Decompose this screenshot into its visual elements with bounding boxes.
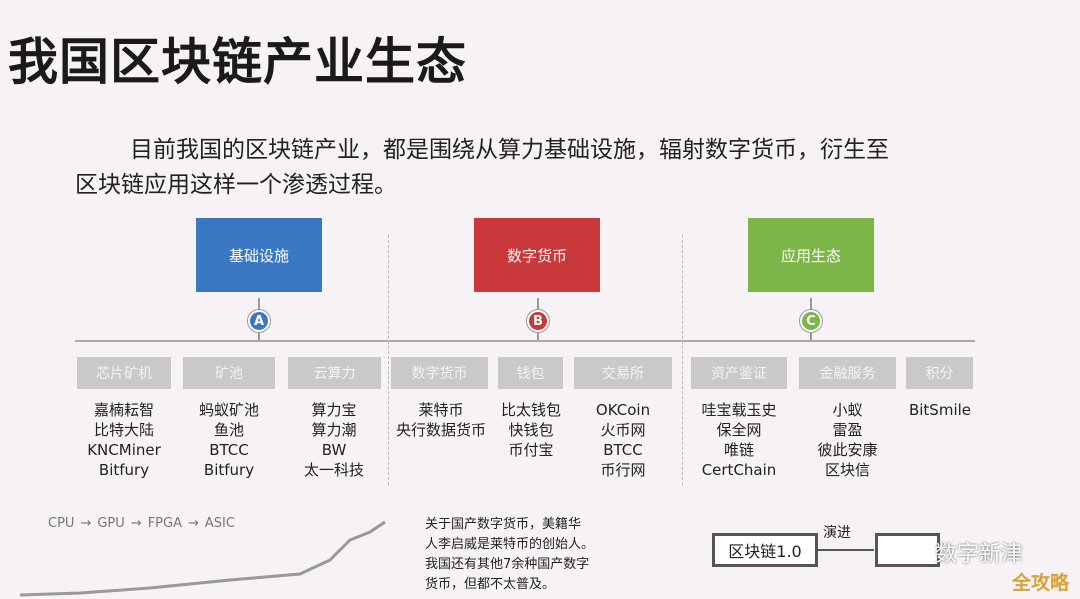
company-list: 哇宝载玉史保全网唯链 CertChain	[689, 400, 789, 480]
tag-mining-pool: 矿池	[183, 357, 275, 389]
company: 嘉楠耘智	[93, 401, 154, 419]
category-infrastructure: 基础设施	[196, 218, 322, 292]
company: 蚂蚁矿池	[198, 401, 259, 419]
note-line: 关于国产数字货币，美籍华	[425, 517, 582, 532]
watermark-name: 数字新津	[935, 542, 1024, 567]
company: 央行数据货币	[395, 421, 486, 439]
note-line: 我国还有其他7余种国产数字	[425, 557, 590, 572]
company: 彼此安康	[817, 441, 878, 459]
tag-digital-currency: 数字货币	[391, 357, 488, 389]
tag-financial-services: 金融服务	[799, 357, 896, 389]
company: 比太钱包	[500, 401, 561, 419]
company: CertChain	[701, 461, 777, 479]
evolve-label: 演进	[823, 525, 851, 541]
company: 算力宝	[311, 401, 357, 419]
company: BitSmile	[908, 401, 972, 419]
arrow-right-icon	[818, 549, 874, 551]
company: 火币网	[600, 421, 646, 439]
hashrate-growth-chart	[19, 520, 386, 597]
company-list: 莱特币央行数据货币	[386, 400, 496, 440]
evolution-step: CPU	[48, 516, 75, 531]
tag-mining-chips: 芯片矿机	[77, 357, 171, 389]
company: 小蚁	[832, 401, 863, 419]
watermark-brand: 全攻略	[1012, 572, 1070, 594]
category-application: 应用生态	[748, 218, 874, 292]
company: 雷盈	[832, 421, 863, 439]
intro-line-1: 目前我国的区块链产业，都是围绕从算力基础设施，辐射数字货币，衍生至	[130, 137, 889, 163]
blockchain-1-box: 区块链1.0	[712, 533, 818, 567]
company: 算力潮	[311, 421, 357, 439]
tag-exchange: 交易所	[574, 357, 672, 389]
company-list: BitSmile	[900, 400, 980, 420]
horizontal-connector	[75, 340, 975, 342]
tag-asset-certification: 资产鉴证	[691, 357, 787, 389]
company-list: OKCoin 火币网 BTCC 币行网	[574, 400, 672, 480]
marker-c: C	[800, 310, 822, 332]
company: 快钱包	[508, 421, 554, 439]
evolution-step: ASIC	[204, 516, 235, 531]
evolution-step: GPU	[97, 516, 125, 531]
company: Bitfury	[203, 461, 255, 479]
company: 币付宝	[508, 441, 554, 459]
note-text: 关于国产数字货币，美籍华人李启威是莱特币的创始人。我国还有其他7余种国产数字货币…	[425, 515, 594, 595]
company: 比特大陆	[93, 421, 154, 439]
company-list: 小蚁雷盈彼此安康区块信	[799, 400, 896, 480]
company: 唯链	[723, 441, 754, 459]
marker-b: B	[527, 310, 549, 332]
company: 保全网	[716, 421, 762, 439]
company: 区块信	[824, 461, 870, 479]
company: 太一科技	[303, 461, 364, 479]
next-stage-box	[875, 533, 940, 567]
company: 哇宝载玉史	[701, 401, 777, 419]
divider	[388, 235, 389, 485]
company: KNCMiner	[87, 441, 161, 459]
company-list: 蚂蚁矿池鱼池 BTCC Bitfury	[180, 400, 278, 480]
company: 莱特币	[418, 401, 464, 419]
divider	[682, 235, 683, 485]
evolution-step: FPGA	[147, 516, 182, 531]
company: BTCC	[209, 441, 249, 459]
company: BW	[321, 441, 347, 459]
page-title: 我国区块链产业生态	[8, 33, 467, 91]
note-line: 人李启威是莱特币的创始人。	[425, 537, 595, 552]
company-list: 算力宝算力潮 BW 太一科技	[285, 400, 383, 480]
note-line: 货币，但都不太普及。	[425, 577, 556, 592]
company: OKCoin	[595, 401, 651, 419]
company: BTCC	[603, 441, 643, 459]
intro-line-2: 区块链应用这样一个渗透过程。	[75, 172, 397, 198]
tag-wallet: 钱包	[498, 357, 563, 389]
category-currency: 数字货币	[474, 218, 600, 292]
marker-a: A	[248, 310, 270, 332]
company: 鱼池	[213, 421, 244, 439]
tag-points: 积分	[906, 357, 973, 389]
company: Bitfury	[98, 461, 150, 479]
chip-evolution: CPU→ GPU→ FPGA→ ASIC	[48, 516, 235, 531]
company: 币行网	[600, 461, 646, 479]
company-list: 比太钱包快钱包币付宝	[495, 400, 567, 460]
tag-cloud-hashpower: 云算力	[288, 357, 381, 389]
